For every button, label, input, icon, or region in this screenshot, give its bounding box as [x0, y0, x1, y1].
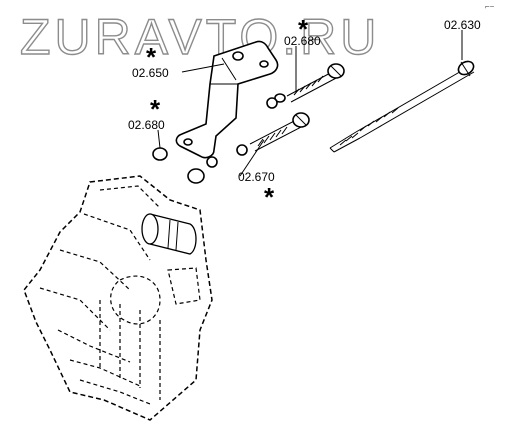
- watermark-text: ZURAVTO.RU: [20, 9, 380, 65]
- star-02-680-upper: *: [298, 14, 309, 44]
- lower-bolt-part: [236, 112, 310, 156]
- callout-02-670: 02.670: [238, 170, 275, 184]
- valve-body: [23, 175, 213, 421]
- upper-bolt-part: [266, 63, 345, 109]
- callout-02-680-upper: 02.680: [284, 34, 321, 48]
- nut-lower: [187, 168, 205, 184]
- star-02-650: *: [146, 42, 157, 72]
- long-rod-part: [329, 60, 475, 153]
- leader-lines: [157, 30, 463, 177]
- star-02-670: *: [264, 182, 275, 212]
- corner-mark: ⌐−: [485, 2, 495, 11]
- nut-left: [152, 147, 168, 161]
- callout-02-630: 02.630: [444, 18, 481, 32]
- star-02-680-lower: *: [150, 94, 161, 124]
- callout-02-680-lower: 02.680: [128, 118, 165, 132]
- bracket-part: [175, 40, 279, 168]
- callout-02-650: 02.650: [132, 66, 169, 80]
